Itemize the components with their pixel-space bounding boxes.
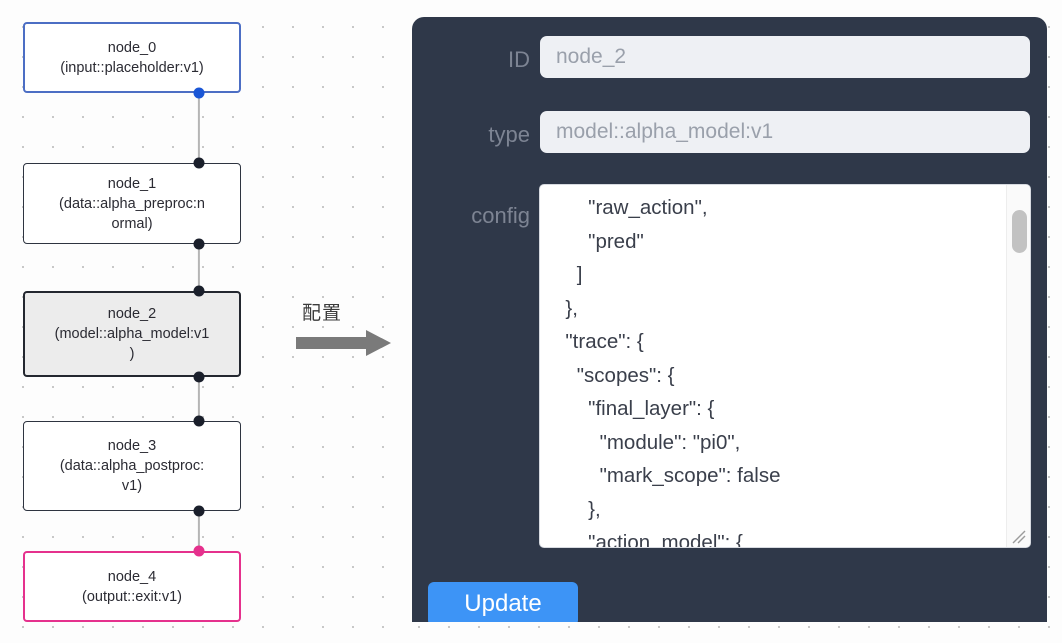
handle-node_2-top[interactable] (193, 285, 205, 297)
graph-node-node_3[interactable]: node_3 (data::alpha_postproc: v1) (23, 421, 241, 511)
edge-node0-node1 (197, 93, 201, 163)
node-type: (input::placeholder:v1) (60, 59, 204, 76)
id-field-label: ID (508, 47, 530, 72)
node-type: (data::alpha_postproc: (59, 458, 205, 474)
node-title: node_1 (107, 175, 157, 192)
node-title: node_0 (107, 39, 157, 56)
handle-node_0-bottom[interactable] (193, 87, 205, 99)
edge-node1-node2 (197, 244, 201, 291)
type-input[interactable]: model::alpha_model:v1 (540, 111, 1030, 153)
id-input[interactable]: node_2 (540, 36, 1030, 78)
update-button[interactable]: Update (428, 582, 578, 622)
node-title: node_2 (107, 306, 157, 322)
node-title: node_3 (107, 438, 157, 454)
graph-node-node_2[interactable]: node_2 (model::alpha_model:v1 ) (23, 291, 241, 377)
arrow-label: 配置 (302, 302, 343, 324)
handle-node_1-top[interactable] (193, 157, 205, 169)
handle-node_2-bottom[interactable] (193, 371, 205, 383)
handle-node_3-top[interactable] (193, 415, 205, 427)
graph-node-node_0[interactable]: node_0 (input::placeholder:v1) (23, 22, 241, 93)
handle-node_3-bottom[interactable] (193, 505, 205, 517)
graph-node-node_4[interactable]: node_4 (output::exit:v1) (23, 551, 241, 622)
node-graph-canvas[interactable]: node_0 (input::placeholder:v1) node_1 (d… (0, 0, 398, 643)
config-field-label: config (471, 203, 530, 228)
node-type: (data::alpha_preproc:n (59, 195, 205, 212)
edge-node3-node4 (197, 511, 201, 551)
node-type-cont: ) (129, 346, 135, 362)
graph-node-node_1[interactable]: node_1 (data::alpha_preproc:n ormal) (23, 163, 241, 244)
config-scrollbar[interactable] (1006, 185, 1030, 547)
config-textarea-content[interactable]: "raw_action", "pred" ] }, "trace": { "sc… (565, 196, 781, 547)
config-textarea[interactable]: "raw_action", "pred" ] }, "trace": { "sc… (540, 185, 1030, 547)
node-type-cont: v1) (121, 478, 143, 494)
handle-node_1-bottom[interactable] (193, 238, 205, 250)
node-type-cont: ormal) (111, 215, 153, 232)
node-config-panel: ID node_2 type model::alpha_model:v1 con… (412, 17, 1047, 622)
node-title: node_4 (107, 568, 157, 585)
config-scrollbar-thumb[interactable] (1012, 210, 1027, 253)
node-type: (model::alpha_model:v1 (54, 326, 210, 342)
node-type: (output::exit:v1) (82, 588, 182, 605)
handle-node_4-top[interactable] (193, 545, 205, 557)
flow-arrow-annotation: 配置 (296, 298, 396, 360)
resize-grip-icon[interactable] (1010, 528, 1028, 546)
type-field-label: type (488, 122, 530, 147)
edge-node2-node3 (197, 377, 201, 421)
right-arrow-icon (296, 330, 391, 356)
